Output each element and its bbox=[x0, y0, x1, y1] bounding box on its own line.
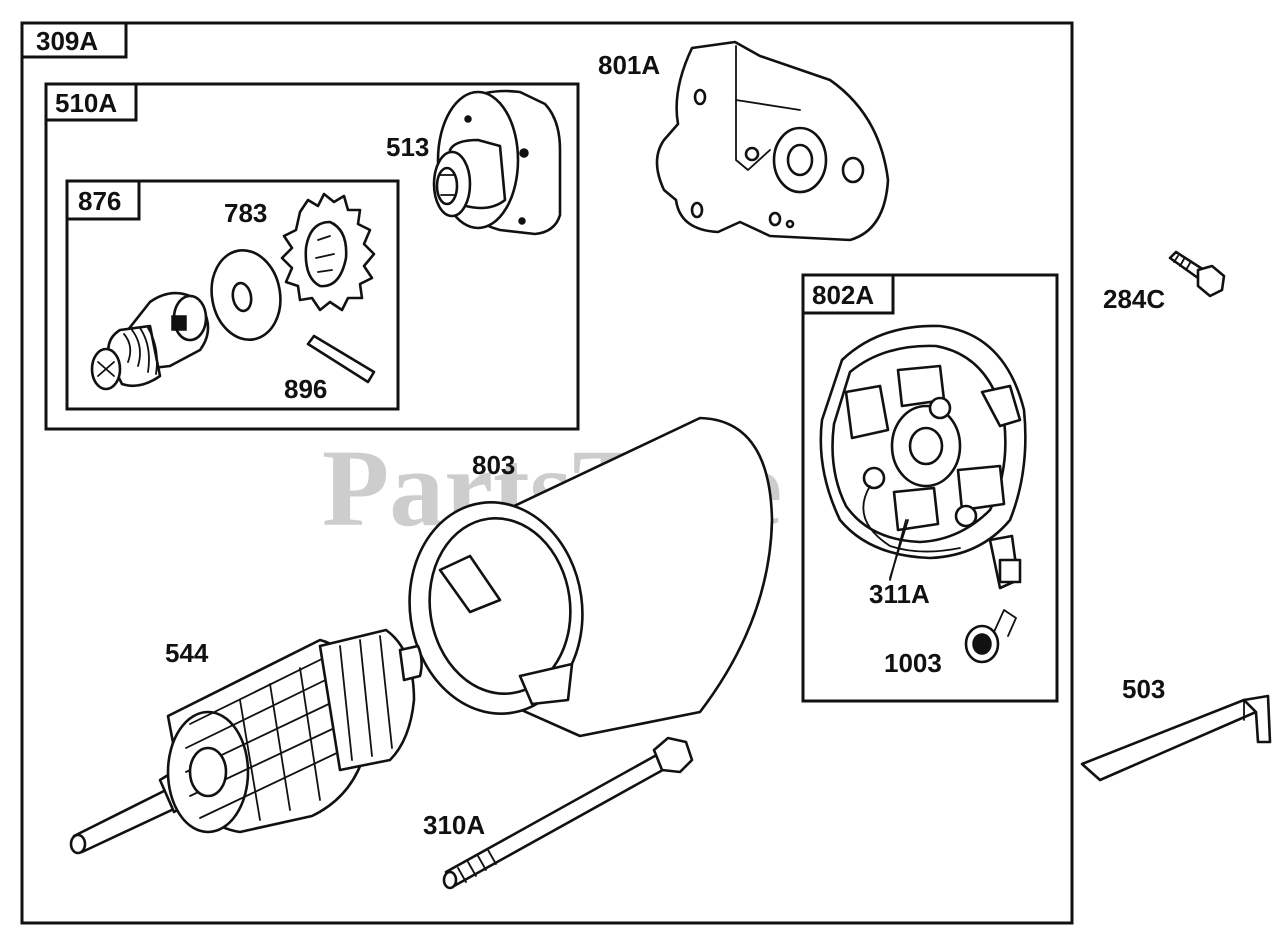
clutch-assembly-876-part[interactable] bbox=[90, 291, 210, 391]
mounting-bracket-801a-part[interactable] bbox=[655, 40, 890, 242]
motor-housing-803-part[interactable] bbox=[396, 416, 774, 738]
assembly-876-label[interactable]: 876 bbox=[78, 186, 121, 216]
armature-544-part[interactable] bbox=[69, 628, 423, 855]
part-label-284c[interactable]: 284C bbox=[1103, 284, 1165, 314]
assembly-802a-frame bbox=[801, 273, 1059, 703]
through-bolt-310a-part[interactable] bbox=[442, 736, 694, 890]
assembly-802a-label[interactable]: 802A bbox=[812, 280, 874, 310]
part-label-1003[interactable]: 1003 bbox=[884, 648, 942, 678]
thrust-washer-part[interactable] bbox=[205, 245, 288, 345]
part-label-311a[interactable]: 311A bbox=[869, 579, 930, 609]
assembly-510a-label[interactable]: 510A bbox=[55, 88, 117, 118]
end-cap-513-part[interactable] bbox=[432, 89, 562, 236]
pinion-gear-783-part[interactable] bbox=[280, 192, 376, 312]
part-label-513[interactable]: 513 bbox=[386, 132, 429, 162]
strap-503-part[interactable] bbox=[1080, 694, 1272, 782]
leader-line-311a bbox=[889, 519, 909, 579]
pin-896-part[interactable] bbox=[306, 334, 376, 384]
bolt-284c-part[interactable] bbox=[1168, 250, 1226, 298]
part-label-896[interactable]: 896 bbox=[284, 374, 327, 404]
assembly-510a-frame bbox=[44, 82, 580, 431]
assembly-309a-tab bbox=[20, 21, 128, 59]
part-label-544[interactable]: 544 bbox=[165, 638, 209, 668]
part-label-310a[interactable]: 310A bbox=[423, 810, 485, 840]
assembly-802a-tab bbox=[801, 273, 895, 315]
assembly-309a-label[interactable]: 309A bbox=[36, 26, 98, 56]
assembly-876-frame bbox=[65, 179, 400, 411]
assembly-510a-tab bbox=[44, 82, 138, 122]
part-label-803[interactable]: 803 bbox=[472, 450, 515, 480]
assembly-309a-frame bbox=[20, 21, 1074, 925]
brush-spring-1003-part[interactable] bbox=[964, 609, 1017, 664]
part-label-503[interactable]: 503 bbox=[1122, 674, 1165, 704]
assembly-876-tab bbox=[65, 179, 141, 221]
part-label-801a[interactable]: 801A bbox=[598, 50, 660, 80]
part-label-783[interactable]: 783 bbox=[224, 198, 267, 228]
brush-holder-311a-part[interactable] bbox=[819, 324, 1027, 590]
